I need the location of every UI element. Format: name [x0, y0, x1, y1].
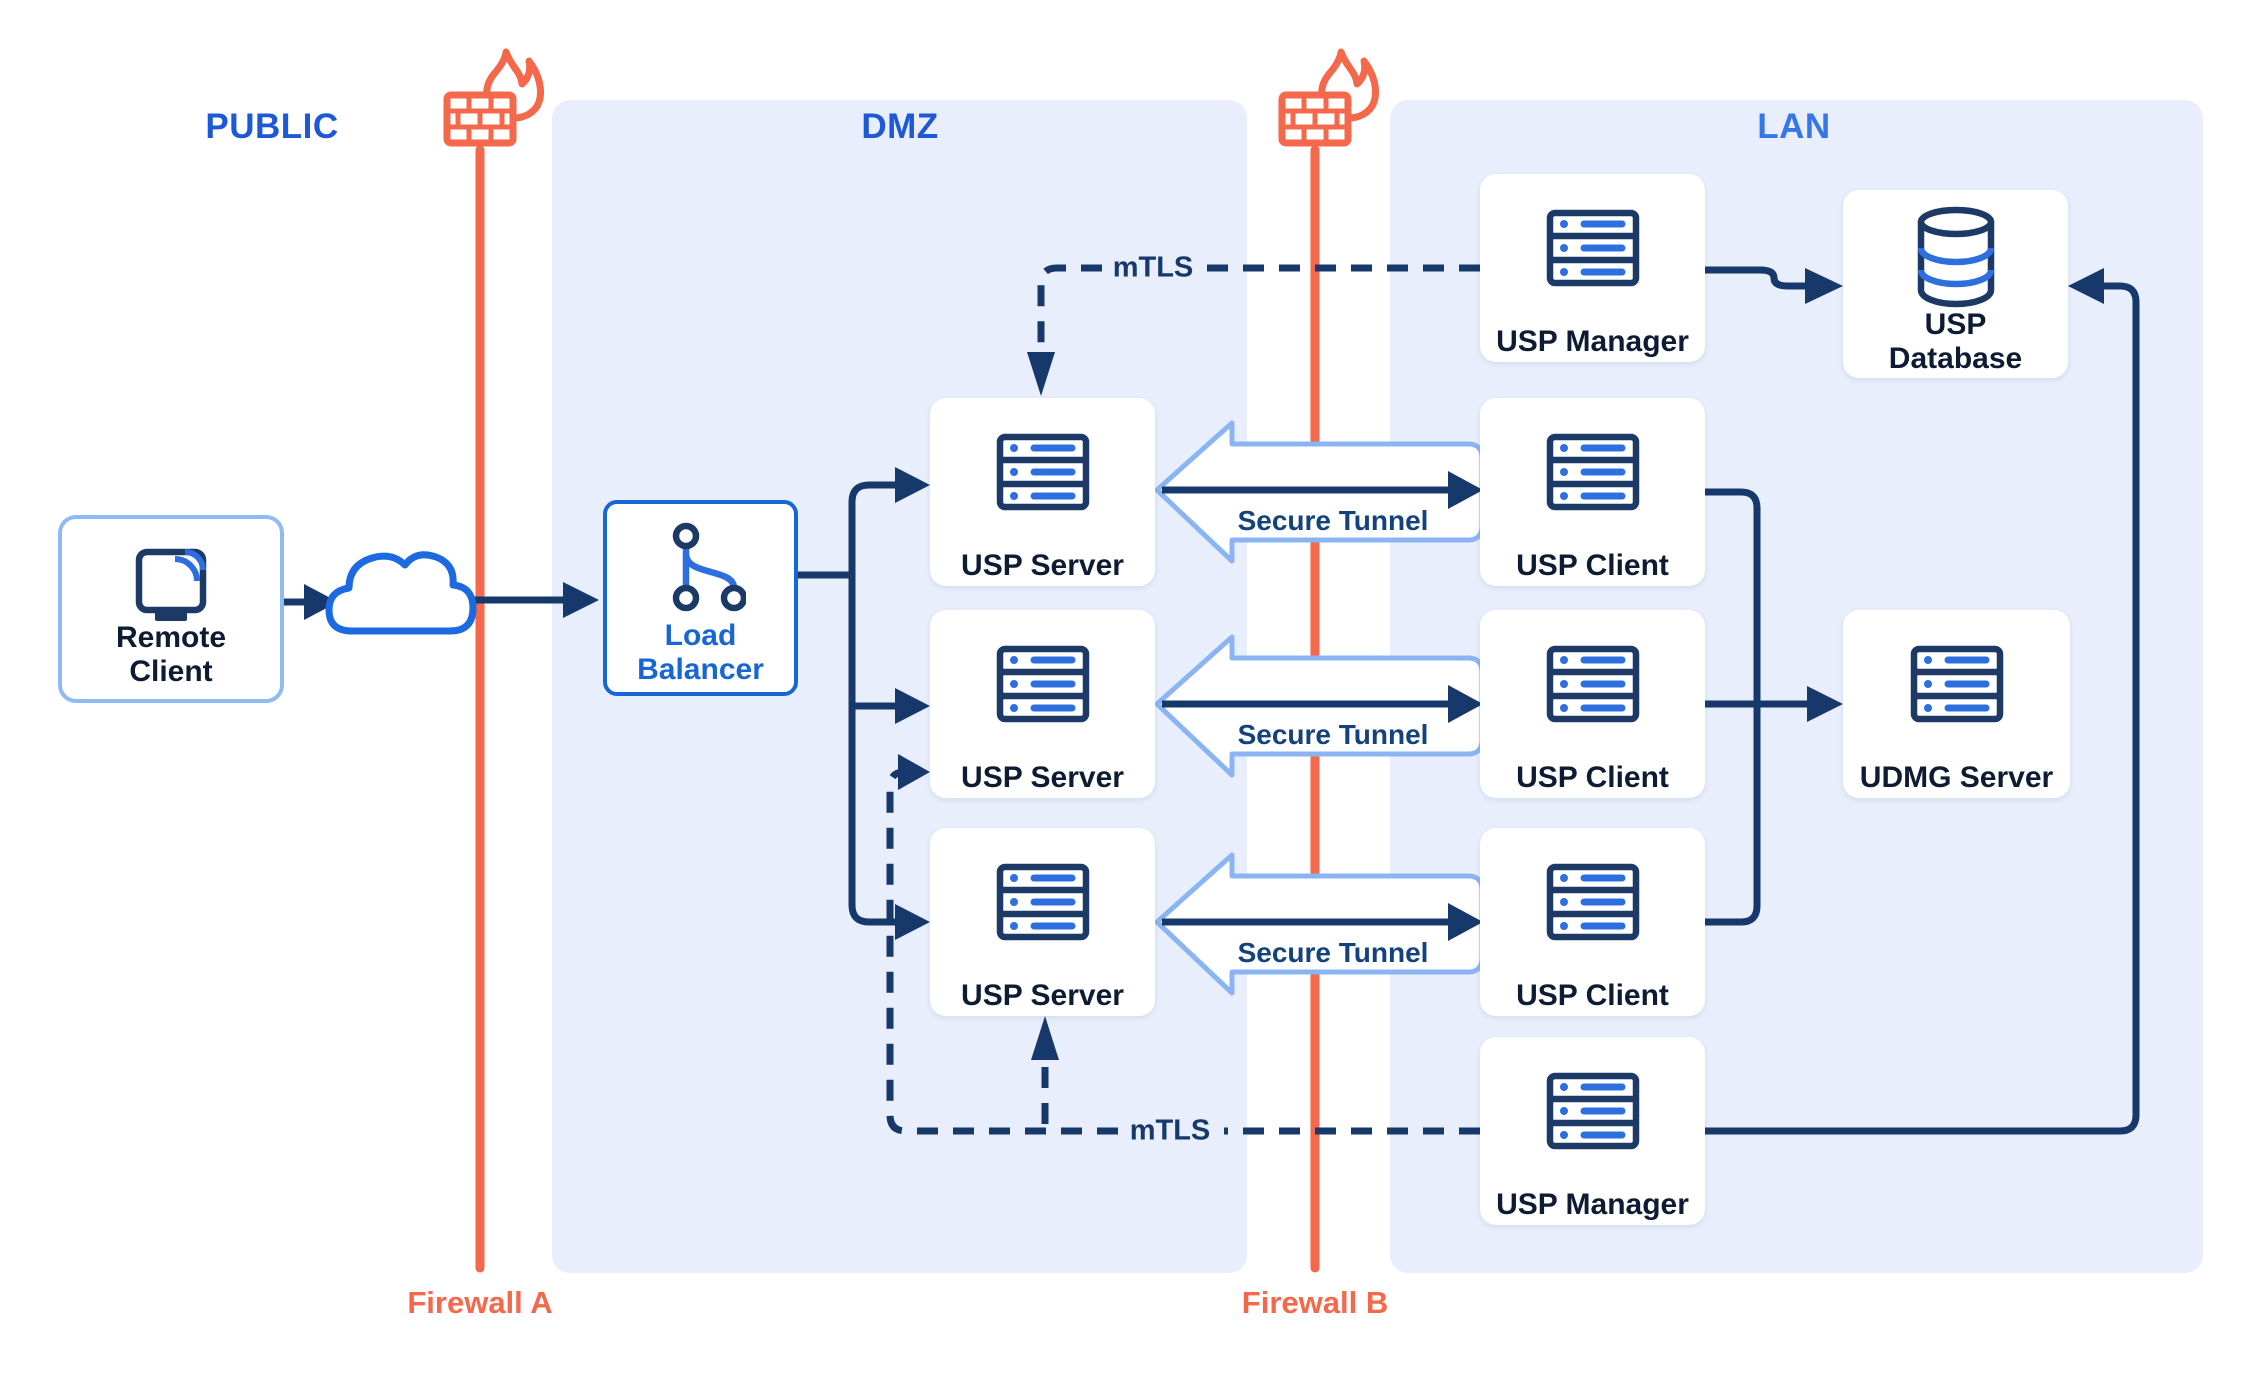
udmg-server-label: UDMG Server [1859, 761, 2054, 794]
usp-server-2-label: USP Server [961, 761, 1124, 794]
usp-database-label-line1: USP [1924, 308, 1987, 341]
cloud-icon [325, 551, 477, 635]
server-stack-icon [1546, 1072, 1639, 1150]
node-usp-server-1: USP Server [930, 398, 1155, 586]
zone-label-public: PUBLIC [205, 107, 339, 146]
server-stack-icon [1546, 863, 1639, 941]
secure-tunnel-2-label: Secure Tunnel [1237, 719, 1429, 750]
zone-label-dmz: DMZ [861, 107, 939, 146]
usp-server-3-label: USP Server [961, 979, 1124, 1012]
usp-client-1-label: USP Client [1516, 549, 1669, 582]
load-balancer-icon [672, 522, 746, 612]
arrow-into-database-left [1805, 268, 1843, 304]
mtls-top-dash-left-down [1037, 264, 1102, 356]
node-load-balancer: Load Balancer [603, 500, 798, 696]
node-usp-manager-top: USP Manager [1480, 174, 1705, 362]
mtls-bottom-label: mTLS [1129, 1114, 1211, 1147]
node-remote-client: Remote Client [58, 515, 284, 703]
node-usp-client-3: USP Client [1480, 828, 1705, 1016]
secure-tunnel-inner-arrows [1162, 486, 1450, 926]
arrow-into-server3 [895, 904, 930, 940]
node-usp-client-1: USP Client [1480, 398, 1705, 586]
arrow-into-load-balancer [563, 582, 599, 618]
node-usp-manager-bottom: USP Manager [1480, 1037, 1705, 1225]
node-udmg-server: UDMG Server [1843, 610, 2070, 798]
server-stack-icon [1546, 645, 1639, 723]
node-usp-database: USP Database [1843, 190, 2068, 378]
node-usp-server-3: USP Server [930, 828, 1155, 1016]
usp-client-3-label: USP Client [1516, 979, 1669, 1012]
usp-manager-bottom-label: USP Manager [1496, 1188, 1689, 1221]
server-stack-icon [996, 863, 1089, 941]
firewall-a-label: Firewall A [407, 1285, 553, 1320]
firewall-b-icon [1278, 48, 1380, 147]
server-stack-icon [996, 645, 1089, 723]
arrow-into-server1 [895, 467, 930, 503]
manager-to-database-line [1705, 266, 1805, 290]
load-balancer-label-line1: Load [664, 619, 737, 652]
remote-desktop-icon [135, 548, 207, 621]
arrow-into-server2 [895, 688, 930, 724]
secure-tunnel-3-label: Secure Tunnel [1237, 937, 1429, 968]
secure-tunnel-inner-arrowheads [1448, 471, 1483, 941]
mtls-arrow-into-server3-bottom [1031, 1016, 1059, 1060]
secure-tunnel-1-label: Secure Tunnel [1237, 505, 1429, 536]
node-usp-client-2: USP Client [1480, 610, 1705, 798]
arrow-into-udmg [1807, 686, 1843, 722]
server-stack-icon [1546, 433, 1639, 511]
usp-client-2-label: USP Client [1516, 761, 1669, 794]
node-usp-server-2: USP Server [930, 610, 1155, 798]
remote-client-label-line1: Remote [115, 621, 227, 654]
server-stack-icon [996, 433, 1089, 511]
mtls-dashed-connectors [886, 264, 1480, 1135]
mtls-arrow-into-server1-top [1027, 352, 1055, 396]
bottom-manager-to-database-line [1705, 282, 2140, 1135]
usp-database-label-line2: Database [1888, 342, 2023, 375]
server-stack-icon [1546, 209, 1639, 287]
server-stack-icon [1910, 645, 2003, 723]
arrowheads [304, 268, 2104, 1060]
arrow-into-database-right [2068, 268, 2104, 304]
database-cylinder-icon [1917, 206, 1994, 308]
usp-server-1-label: USP Server [961, 549, 1124, 582]
firewall-a-icon [443, 48, 545, 147]
mtls-top-label: mTLS [1112, 251, 1194, 284]
firewall-b-label: Firewall B [1241, 1285, 1389, 1320]
load-balancer-label-line2: Balancer [637, 653, 764, 686]
usp-manager-top-label: USP Manager [1496, 325, 1689, 358]
arrow-into-cloud [304, 584, 338, 620]
mtls-arrow-into-server2-left [898, 754, 930, 790]
mtls-bottom-dash-left-up [886, 768, 1118, 1135]
remote-client-label-line2: Client [129, 655, 213, 688]
solid-connectors [276, 266, 2140, 1135]
lb-branch-arm3 [848, 501, 895, 926]
zone-label-lan: LAN [1757, 107, 1831, 146]
